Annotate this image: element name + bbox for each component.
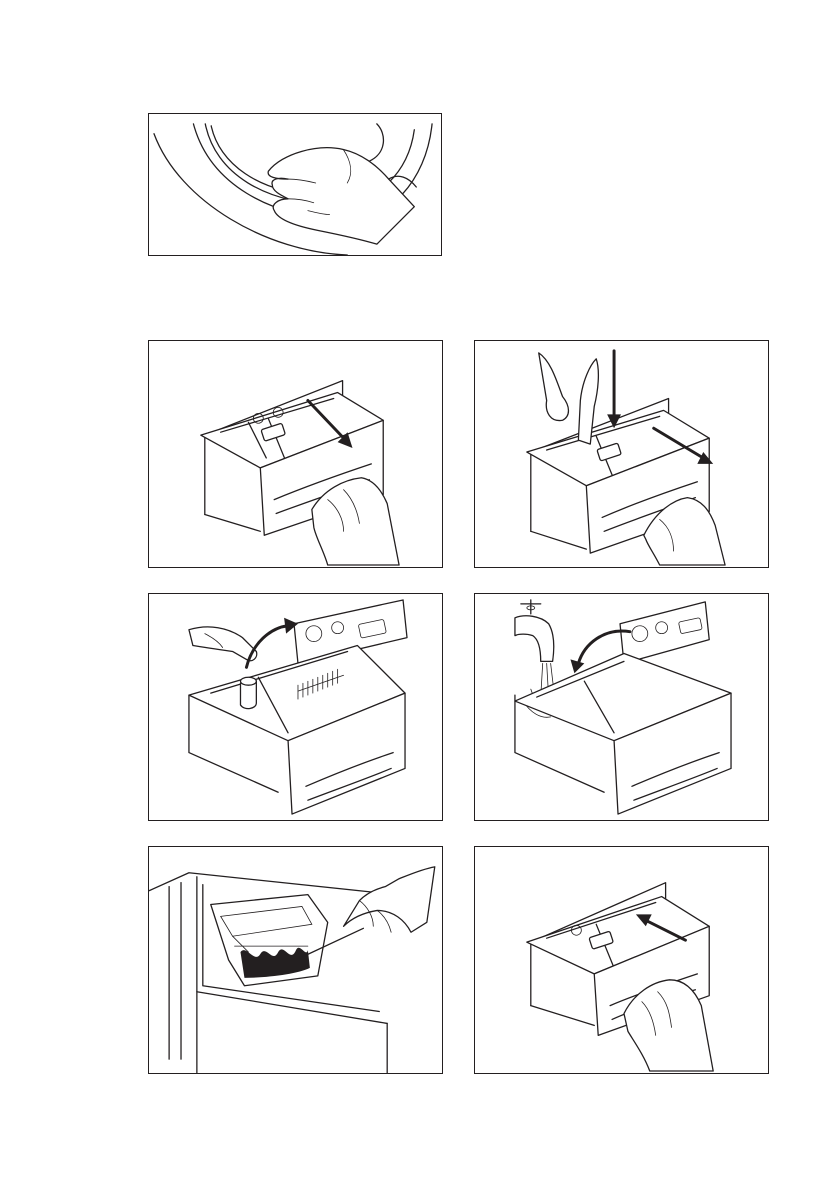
figure-drawer-push-in (474, 846, 769, 1074)
hand-pushing-drawer-icon (475, 847, 768, 1073)
brush-cleaning-recess-icon (149, 847, 442, 1073)
figure-recess-brush-clean (148, 846, 443, 1074)
figure-drawer-rinse-tap (474, 593, 769, 821)
brush-cleaning-drawer-icon (149, 594, 442, 820)
finger-pressing-release-lever-icon (475, 341, 768, 567)
figure-drawer-brush-clean (148, 593, 443, 821)
figure-drawer-pull-out (148, 340, 443, 568)
water-tap-rinse-icon (475, 594, 768, 820)
figure-drawer-release-press (474, 340, 769, 568)
figure-door-seal-cleaning (148, 113, 442, 256)
hand-pulling-drawer-icon (149, 341, 442, 567)
hand-cleaning-door-seal-icon (149, 114, 441, 255)
